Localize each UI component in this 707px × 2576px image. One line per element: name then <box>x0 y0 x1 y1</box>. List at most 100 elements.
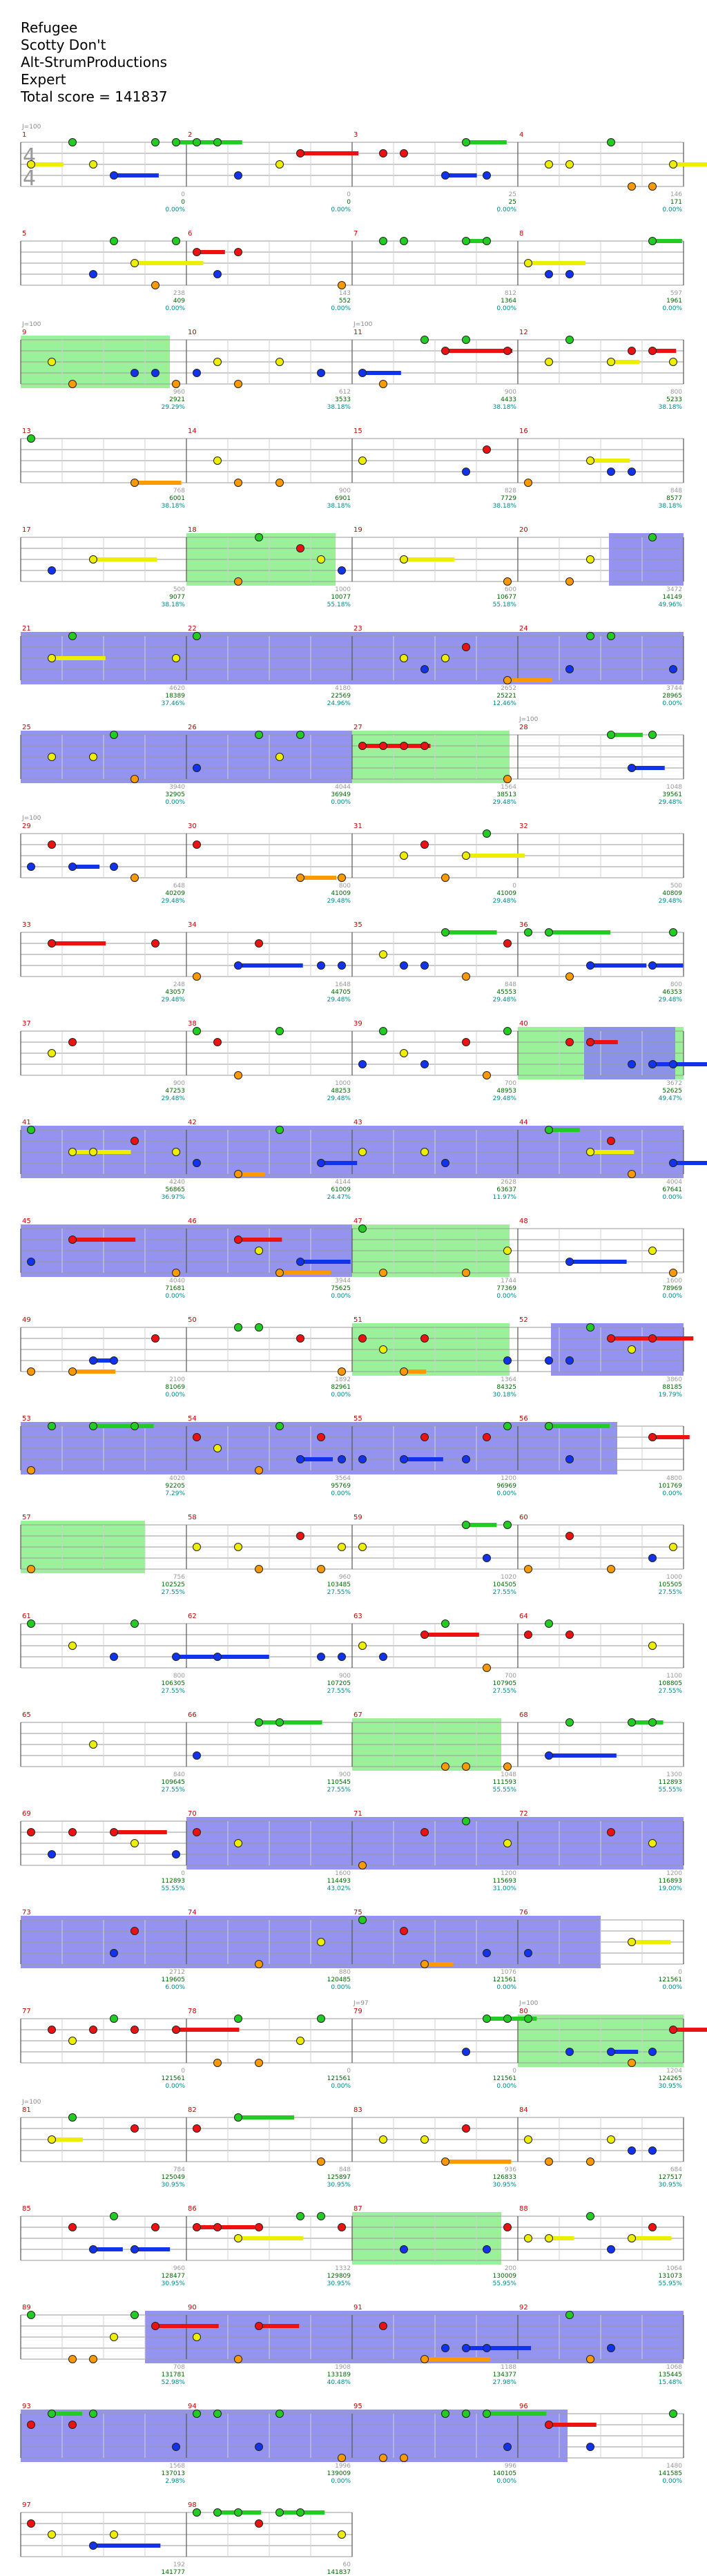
measure-note-score: 900 <box>339 1771 351 1778</box>
measure-sp-percent: 31.00% <box>493 1885 517 1892</box>
measure-number: 41 <box>22 1119 31 1126</box>
sustain-tail <box>93 557 157 561</box>
note <box>275 160 284 169</box>
measure-running-score: 44705 <box>331 989 351 996</box>
note <box>586 555 594 564</box>
measure-number: 51 <box>354 1316 362 1324</box>
measure-sp-percent: 29.48% <box>659 997 683 1003</box>
note <box>213 2223 222 2231</box>
measure-running-score: 130009 <box>493 2273 517 2280</box>
measure-running-score: 52625 <box>662 1088 682 1095</box>
measure-sp-percent: 0.00% <box>331 2478 351 2485</box>
measure-sp-percent: 27.55% <box>493 1688 517 1695</box>
note <box>27 1828 35 1836</box>
note <box>379 237 387 245</box>
measure-number: 98 <box>188 2501 197 2509</box>
tempo-marker: J=100 <box>21 815 41 822</box>
sustain-tail <box>632 1720 664 1724</box>
note <box>462 1269 470 1277</box>
sustain-tail <box>445 173 477 177</box>
note <box>379 380 387 388</box>
tempo-marker: J=100 <box>21 2099 41 2106</box>
measure-note-score: 4180 <box>335 685 351 692</box>
measure-number: 70 <box>188 1810 197 1818</box>
note <box>586 456 594 465</box>
measure-running-score: 112893 <box>659 1779 682 1786</box>
measure-sp-percent: 0.00% <box>496 206 516 213</box>
note <box>48 2135 56 2144</box>
measure-note-score: 1000 <box>335 586 351 593</box>
note <box>607 1565 615 1573</box>
note <box>483 2410 491 2418</box>
note <box>607 1828 615 1836</box>
measure-note-score: 768 <box>173 488 185 494</box>
note <box>400 2245 408 2253</box>
measure-note-score: 597 <box>670 290 682 297</box>
note <box>110 2333 118 2341</box>
note <box>130 775 139 783</box>
note <box>545 1751 553 1760</box>
measure-note-score: 800 <box>339 883 351 890</box>
measure-number: 80 <box>519 2008 528 2015</box>
measure-sp-percent: 7.29% <box>165 1490 185 1497</box>
note <box>483 2015 491 2023</box>
measure-note-score: 3744 <box>666 685 682 692</box>
measure-running-score: 71681 <box>165 1285 185 1292</box>
note <box>68 632 77 640</box>
note <box>193 764 201 772</box>
note <box>317 1565 325 1573</box>
note <box>130 874 139 882</box>
note <box>27 1565 35 1573</box>
note <box>110 237 118 245</box>
measure-running-score: 128477 <box>162 2273 185 2280</box>
note <box>68 1038 77 1046</box>
note <box>89 2026 97 2034</box>
measure-number: 60 <box>519 1514 528 1521</box>
measure-sp-percent: 29.48% <box>659 898 683 905</box>
measure-note-score: 700 <box>505 1080 516 1087</box>
note <box>193 2333 201 2341</box>
measure-sp-percent: 0.00% <box>165 799 185 806</box>
note <box>130 1839 139 1847</box>
measure-running-score: 39561 <box>662 791 682 798</box>
measure-sp-percent: 19.79% <box>659 1392 683 1398</box>
note <box>358 1916 367 1924</box>
measure-number: 8 <box>519 230 523 238</box>
note <box>275 1718 284 1727</box>
measure-number: 45 <box>22 1218 31 1225</box>
note <box>213 456 222 465</box>
measure-number: 63 <box>354 1613 362 1620</box>
note <box>607 2135 615 2144</box>
measure-note-score: 0 <box>512 2068 516 2075</box>
sustain-tail <box>507 678 552 682</box>
measure-running-score: 10077 <box>331 594 351 601</box>
note <box>151 1334 159 1343</box>
measure-sp-percent: 0.00% <box>331 799 351 806</box>
measure-note-score: 1100 <box>666 1673 682 1680</box>
measure-number: 47 <box>354 1218 362 1225</box>
note <box>462 237 470 245</box>
note <box>234 1236 242 1244</box>
measure-note-score: 960 <box>173 2265 185 2272</box>
measure-running-score: 125897 <box>327 2174 351 2181</box>
note <box>586 1038 594 1046</box>
note <box>48 939 56 948</box>
note <box>48 840 56 849</box>
note <box>234 2355 242 2363</box>
measure-sp-percent: 27.55% <box>327 1589 351 1596</box>
measure-note-score: 4144 <box>335 1179 351 1186</box>
measure-running-score: 1364 <box>501 298 516 305</box>
note <box>296 2037 304 2045</box>
measure-note-score: 146 <box>670 191 682 198</box>
measure-sp-percent: 0.00% <box>662 1490 682 1497</box>
note <box>130 1619 139 1628</box>
measure-note-score: 900 <box>339 1673 351 1680</box>
sustain-tail <box>114 1830 167 1834</box>
measure-number: 34 <box>188 921 197 929</box>
measure-note-score: 1204 <box>666 2068 682 2075</box>
note <box>27 2421 35 2429</box>
measure-number: 54 <box>188 1415 197 1423</box>
note <box>462 2124 470 2133</box>
measure-note-score: 708 <box>173 2364 185 2371</box>
sustain-tail <box>300 876 337 880</box>
